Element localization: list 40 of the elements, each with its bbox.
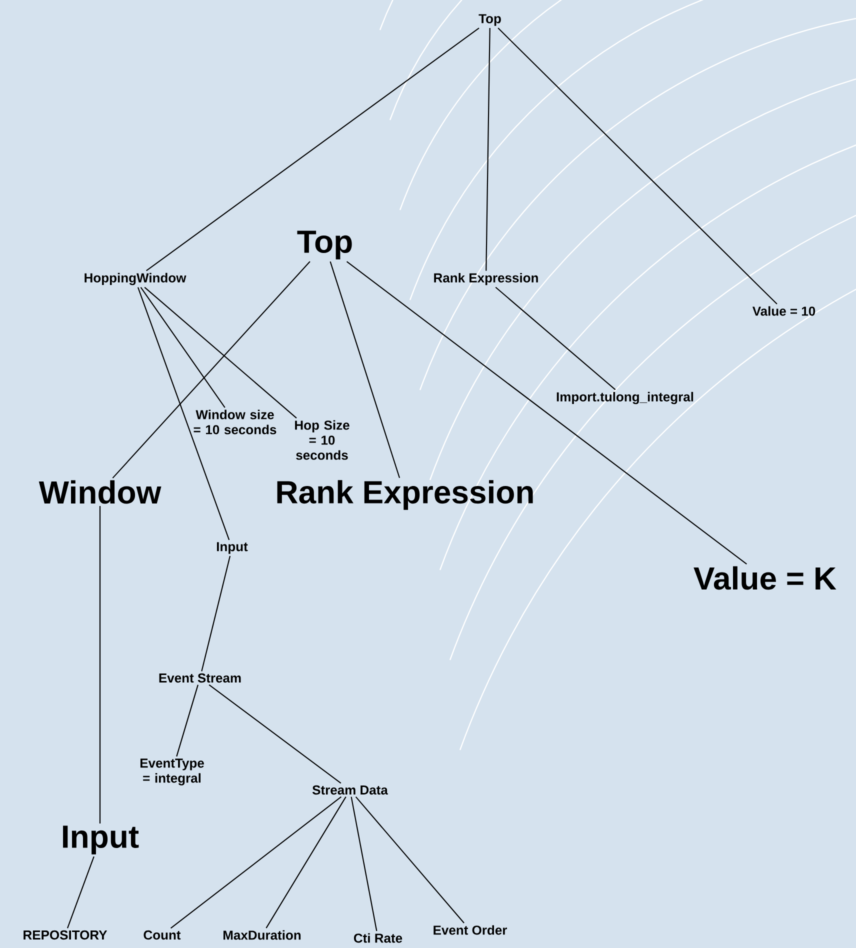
connector-line	[330, 261, 400, 478]
connector-line	[146, 28, 480, 272]
node-label: Event Stream	[159, 673, 241, 683]
title-label: Input	[63, 826, 139, 854]
connector-line	[144, 286, 297, 418]
connector-line	[170, 796, 342, 929]
connector-line	[486, 28, 490, 271]
node-label: MaxDuration	[224, 930, 301, 940]
node-label: Value = 10	[752, 306, 816, 316]
connector-line	[140, 286, 226, 408]
connector-line	[137, 287, 230, 540]
connector-line	[112, 261, 310, 478]
connector-line	[208, 684, 342, 784]
title-label: Window	[38, 480, 162, 504]
node-label: Top	[478, 14, 501, 26]
connector-line	[201, 556, 231, 672]
node-label: EventType = integral	[140, 758, 204, 786]
node-label: Count	[144, 930, 181, 940]
connector-line	[346, 261, 747, 564]
node-label: Rank Expression	[434, 272, 538, 286]
title-label: Rank Expression	[277, 480, 533, 510]
connector-line	[498, 28, 778, 304]
title-label: Value = K	[694, 566, 836, 590]
connector-line	[355, 796, 464, 924]
node-label: Input	[216, 542, 248, 554]
node-label: Event Order	[434, 925, 507, 935]
node-label: Cti Rate	[354, 933, 402, 943]
node-label: Hop Size = 10 seconds	[295, 420, 350, 460]
connector-line	[495, 286, 616, 390]
connector-line	[99, 506, 101, 824]
connector-line	[176, 684, 198, 757]
connector-line	[66, 856, 94, 928]
node-label: Window size = 10 seconds	[194, 410, 276, 434]
connector-line	[350, 796, 378, 932]
node-label: Import.tulong_integral	[556, 392, 694, 404]
title-label: Top	[297, 230, 352, 260]
node-label: HoppingWindow	[84, 272, 186, 286]
connector-line	[266, 796, 346, 928]
node-label: REPOSITORY	[24, 930, 108, 940]
node-label: Stream Data	[312, 785, 388, 795]
